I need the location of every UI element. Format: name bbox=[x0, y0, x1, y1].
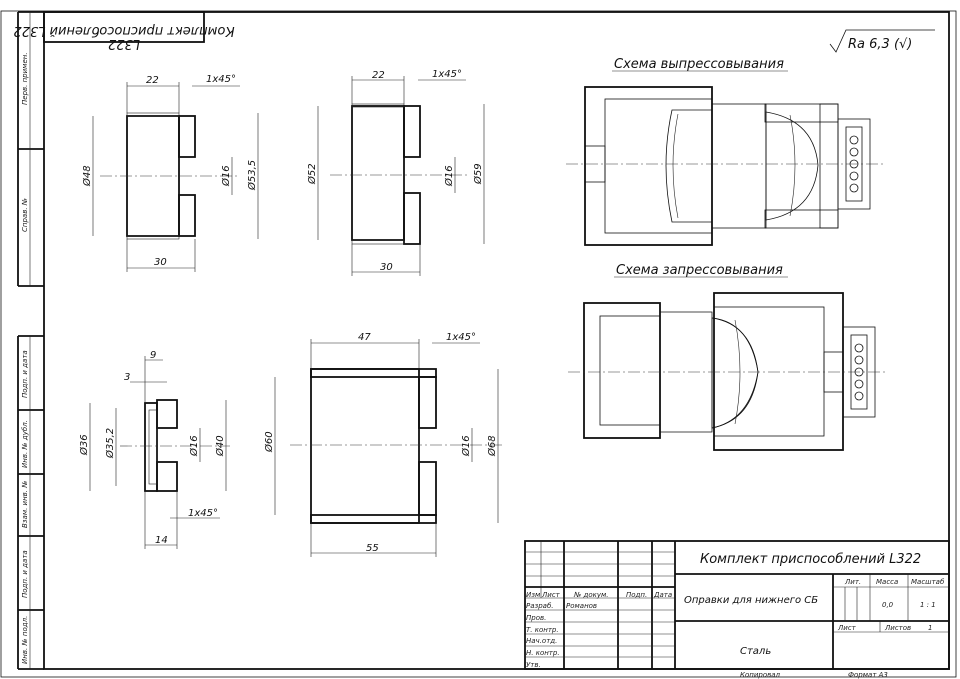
p1-len: 30 bbox=[154, 257, 167, 268]
tb-developer: Романов bbox=[566, 602, 597, 610]
p2-d-hole: Ø16 bbox=[443, 165, 455, 187]
tb-list: Лист bbox=[837, 624, 857, 632]
tb-material: Сталь bbox=[740, 646, 771, 657]
tb-doc-title: Комплект приспособлений L322 bbox=[700, 552, 921, 567]
p3-d-hole: Ø16 bbox=[188, 435, 200, 457]
side-podp-data-1: Подп. и дата bbox=[21, 350, 29, 398]
tb-header-doc: № докум. bbox=[573, 591, 609, 599]
part-4: 47 1x45° Ø60 Ø16 Ø68 55 bbox=[263, 332, 505, 557]
p1-d-outer: Ø48 bbox=[81, 165, 93, 187]
p4-d-max: Ø68 bbox=[486, 435, 498, 457]
tb-header-date: Дата bbox=[653, 591, 672, 599]
scheme-press-in: Схема запрессовывания bbox=[568, 263, 886, 451]
tb-header-izm: Изм bbox=[526, 591, 541, 599]
p2-d-outer: Ø52 bbox=[306, 163, 318, 185]
tb-listov-value: 1 bbox=[928, 624, 932, 632]
side-strip: Перв. примен. Справ. № Подп. и дата Инв.… bbox=[17, 11, 44, 670]
p1-d-max: Ø53,5 bbox=[246, 160, 258, 191]
side-podp-data-2: Подп. и дата bbox=[21, 550, 29, 598]
tb-mass-value: 0,0 bbox=[882, 601, 894, 609]
tb-kopiroval: Копировал bbox=[740, 671, 781, 679]
p4-d-inner: Ø60 bbox=[263, 431, 275, 453]
tb-row-tkontr: Т. контр. bbox=[526, 626, 559, 634]
top-label-text: Комплект приспособлений L322 bbox=[13, 23, 234, 38]
p3-w9: 9 bbox=[150, 350, 156, 361]
p3-d-max: Ø40 bbox=[214, 435, 226, 457]
p4-d-hole: Ø16 bbox=[460, 435, 472, 457]
side-inv-dubl: Инв. № дубл. bbox=[21, 420, 29, 468]
scheme-press-out: Схема выпрессовывания bbox=[566, 57, 884, 246]
p3-chamfer: 1x45° bbox=[188, 508, 218, 519]
tb-row-utv: Утв. bbox=[526, 661, 541, 669]
p1-d-hole: Ø16 bbox=[220, 165, 232, 187]
part-2: 22 1x45° Ø52 Ø16 Ø59 30 bbox=[306, 69, 485, 276]
side-vzam-inv: Взам. инв. № bbox=[21, 480, 29, 528]
tb-row-nkontr: Н. контр. bbox=[526, 649, 560, 657]
tb-masshtab: Масштаб bbox=[911, 578, 945, 586]
p4-w-top: 47 bbox=[358, 332, 371, 343]
drawing-frame bbox=[43, 11, 950, 670]
tb-format: Формат А3 bbox=[848, 671, 888, 679]
scheme-press-in-title: Схема запрессовывания bbox=[616, 263, 783, 278]
p3-w3: 3 bbox=[124, 372, 130, 383]
sheet-outer-border bbox=[0, 10, 957, 678]
title-block: Изм Лист № докум. Подп. Дата Разраб. Ром… bbox=[524, 540, 950, 679]
top-label-box: Комплект приспособлений L322 L322 bbox=[13, 11, 235, 51]
part-3: 9 3 Ø36 Ø35,2 Ø16 Ø40 1x45° 14 bbox=[78, 350, 230, 549]
tb-header-podp: Подп. bbox=[626, 591, 647, 599]
p3-len: 14 bbox=[155, 535, 168, 546]
scheme-press-out-title: Схема выпрессовывания bbox=[614, 57, 784, 72]
p2-chamfer: 1x45° bbox=[432, 69, 462, 80]
svg-text:L322: L322 bbox=[108, 36, 140, 51]
side-perv-primen: Перв. примен. bbox=[21, 52, 29, 105]
roughness-text: Ra 6,3 (√) bbox=[848, 37, 912, 52]
part-1: 22 1x45° Ø48 Ø16 Ø53,5 30 bbox=[81, 74, 259, 272]
tb-row-nachotd: Нач.отд. bbox=[526, 637, 557, 645]
p1-chamfer: 1x45° bbox=[206, 74, 236, 85]
side-sprav-no: Справ. № bbox=[21, 198, 29, 232]
tb-row-razrab: Разраб. bbox=[526, 602, 554, 610]
p2-w-top: 22 bbox=[372, 70, 385, 81]
p3-d-a: Ø36 bbox=[78, 434, 90, 456]
p4-chamfer: 1x45° bbox=[446, 332, 476, 343]
tb-listov: Листов bbox=[884, 624, 911, 632]
roughness-mark: Ra 6,3 (√) bbox=[829, 29, 935, 53]
tb-part-name: Оправки для нижнего СБ bbox=[684, 595, 818, 606]
tb-row-prov: Пров. bbox=[526, 614, 546, 622]
side-inv-podl: Инв. № подл. bbox=[21, 616, 29, 664]
tb-scale-value: 1 : 1 bbox=[920, 601, 936, 609]
p2-d-max: Ø59 bbox=[472, 163, 484, 185]
tb-massa: Масса bbox=[876, 578, 898, 586]
tb-lit: Лит. bbox=[844, 578, 861, 586]
tb-header-list: Лист bbox=[541, 591, 561, 599]
p4-len: 55 bbox=[366, 543, 379, 554]
p3-d-b: Ø35,2 bbox=[104, 428, 116, 459]
p2-len: 30 bbox=[380, 262, 393, 273]
p1-w-top: 22 bbox=[146, 75, 159, 86]
